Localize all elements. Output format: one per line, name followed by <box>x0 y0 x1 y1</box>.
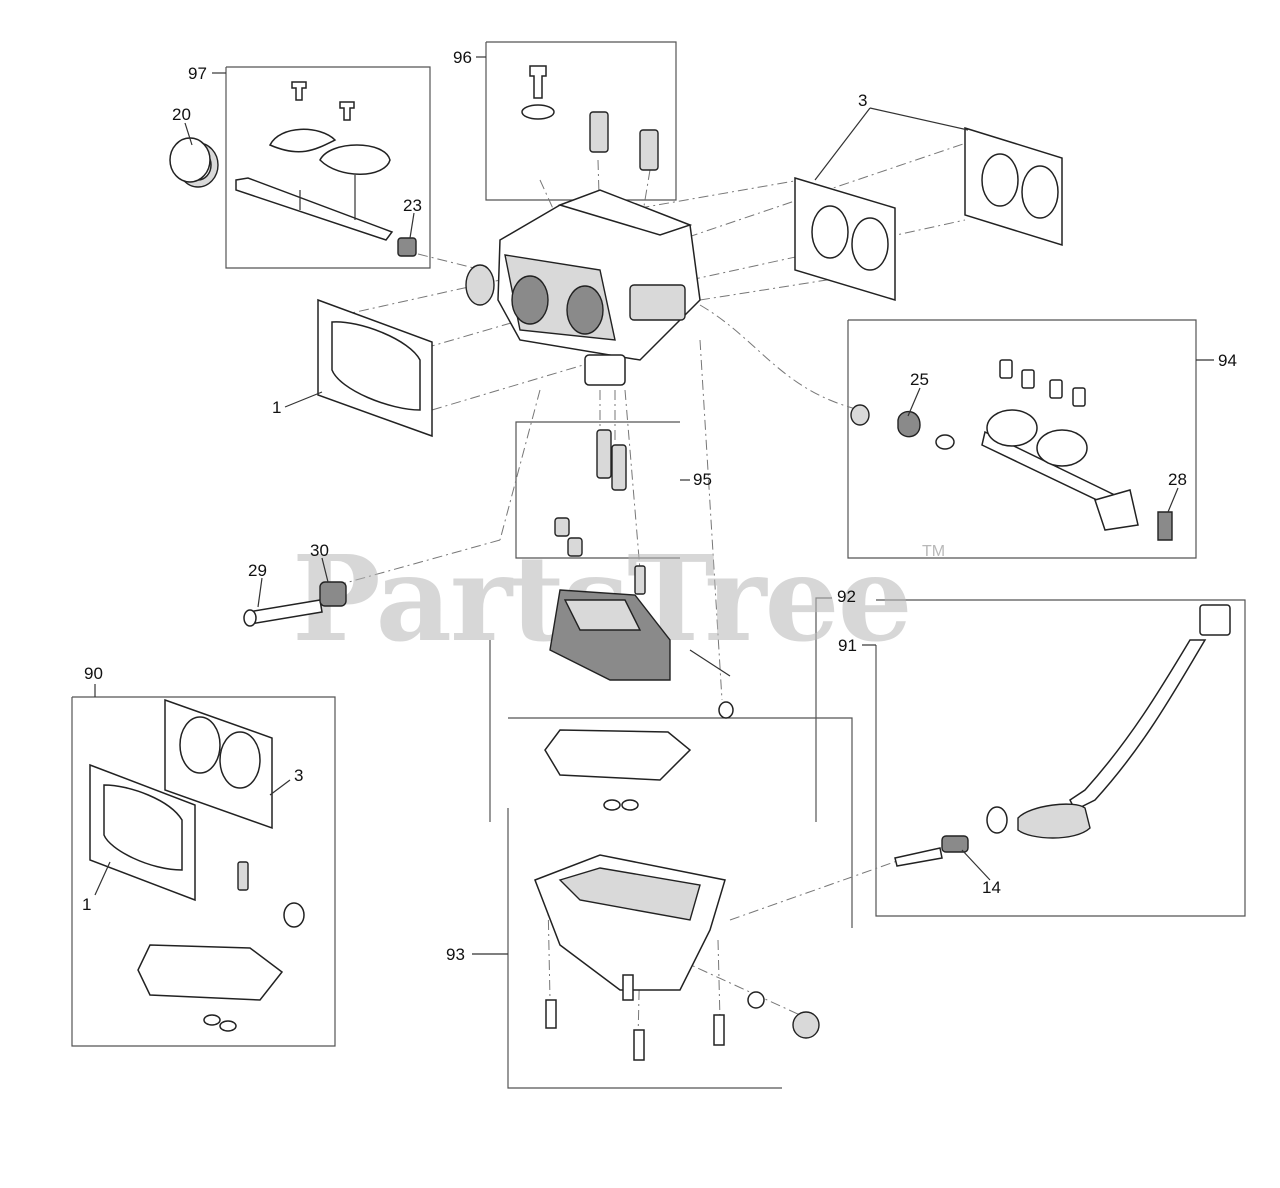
callout-92: 92 <box>837 587 856 606</box>
trademark-symbol: TM <box>922 543 945 560</box>
bushing-part-20 <box>169 137 219 188</box>
gasket-part-3-top <box>794 126 1063 302</box>
kit-96-box <box>476 41 677 201</box>
callout-93: 93 <box>446 945 465 964</box>
carburetor-body <box>465 189 701 386</box>
kit-91-box <box>862 599 1246 917</box>
callout-3-kit: 3 <box>294 766 303 785</box>
callout-30: 30 <box>310 541 329 560</box>
gasket-kit-90 <box>89 698 305 1032</box>
callout-3-top: 3 <box>858 91 867 110</box>
kit-90-box <box>71 684 336 1047</box>
float-bowl-93 <box>534 854 820 1061</box>
callout-97: 97 <box>188 64 207 83</box>
kit-93-box <box>472 717 853 1089</box>
callout-95: 95 <box>693 470 712 489</box>
assembly-lines <box>319 139 976 1041</box>
throttle-shaft-kit-97 <box>235 81 417 257</box>
fuel-solenoid-91 <box>894 604 1231 867</box>
callout-94: 94 <box>1218 351 1237 370</box>
nozzle-kit-95 <box>554 429 627 557</box>
callout-labels: 97 96 20 23 3 1 94 25 95 28 29 30 92 91 … <box>82 48 1237 964</box>
screw-part-29 <box>243 599 323 627</box>
callout-29: 29 <box>248 561 267 580</box>
kit-97-box <box>212 66 431 269</box>
leader-lines <box>94 107 1179 896</box>
bowl-gasket <box>544 729 692 811</box>
jet-kit-96 <box>521 65 659 171</box>
kit-94-box <box>847 319 1214 559</box>
callout-90: 90 <box>84 664 103 683</box>
callout-14: 14 <box>982 878 1001 897</box>
kit-92-box <box>489 597 832 822</box>
callout-28: 28 <box>1168 470 1187 489</box>
spring-part-30 <box>319 581 347 607</box>
callout-91: 91 <box>838 636 857 655</box>
gasket-part-1-top <box>317 298 433 438</box>
kit-95-box <box>515 421 690 559</box>
callout-23: 23 <box>403 196 422 215</box>
callout-96: 96 <box>453 48 472 67</box>
choke-kit-94 <box>850 359 1173 541</box>
callout-1-top: 1 <box>272 398 281 417</box>
callout-20: 20 <box>172 105 191 124</box>
callout-1-kit: 1 <box>82 895 91 914</box>
float-part <box>549 565 734 719</box>
callout-25: 25 <box>910 370 929 389</box>
